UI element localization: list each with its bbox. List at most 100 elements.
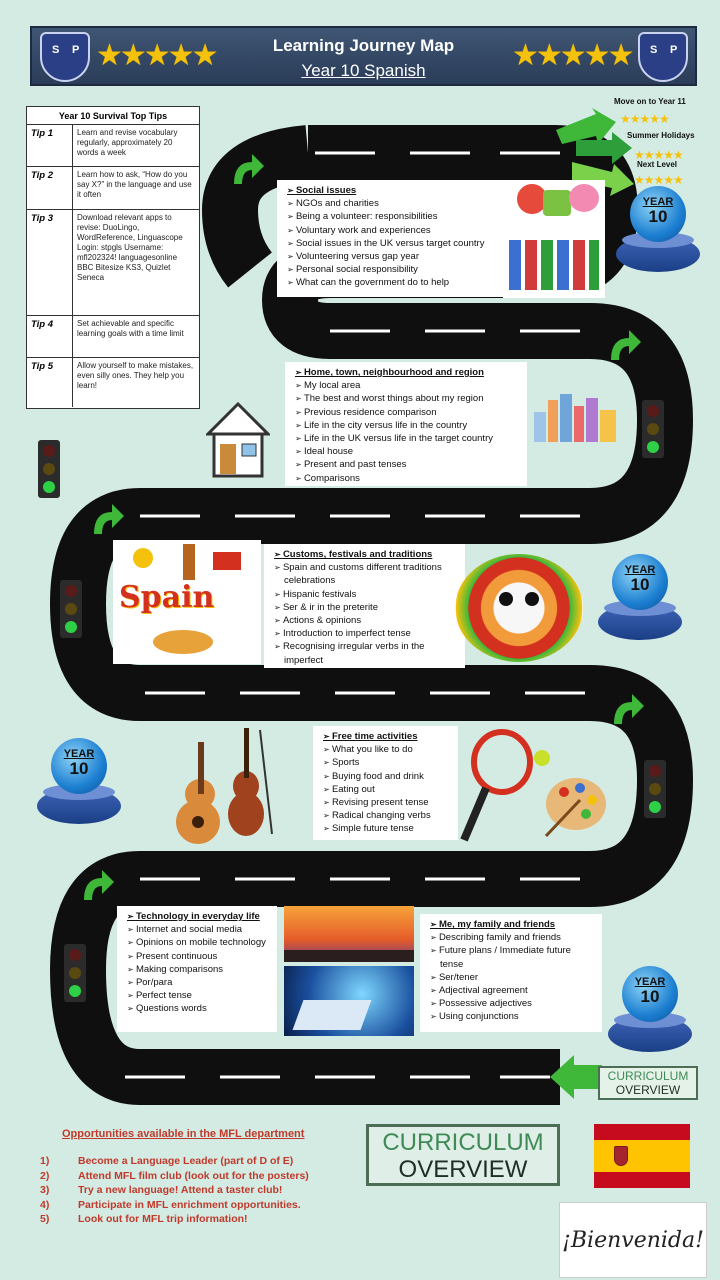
tip-text: Allow yourself to make mistakes, even si… — [77, 361, 194, 390]
topic-item: My local area — [295, 379, 521, 392]
opportunity-item: 3)Try a new language! Attend a taster cl… — [40, 1183, 370, 1198]
topic-item: Hispanic festivals — [274, 588, 459, 601]
crest-letter: P — [670, 44, 678, 56]
topic-technology: Technology in everyday life Internet and… — [117, 906, 277, 1032]
green-back-arrow-icon — [550, 1055, 602, 1099]
opportunity-item: 5)Look out for MFL trip information! — [40, 1212, 370, 1227]
topic-item: What you like to do — [323, 743, 452, 756]
curriculum-line1: CURRICULUM — [607, 1069, 689, 1083]
curriculum-overview-banner: CURRICULUM OVERVIEW — [366, 1124, 560, 1186]
opportunity-number: 4) — [40, 1198, 50, 1211]
green-turn-arrow-icon — [234, 154, 264, 184]
crest-letter: S — [650, 44, 658, 56]
topic-item: Life in the city versus life in the coun… — [295, 419, 521, 432]
badge-year-label: YEAR — [63, 748, 95, 760]
badge-year-label: YEAR — [624, 564, 656, 576]
crest-letter: S — [52, 44, 60, 56]
topic-item: Present and past tenses — [295, 458, 521, 471]
page-title: Learning Journey Map — [272, 36, 455, 55]
topic-item: Previous residence comparison — [295, 406, 521, 419]
topic-item: Life in the UK versus life in the target… — [295, 432, 521, 445]
curriculum-line2: OVERVIEW — [398, 1156, 528, 1183]
opportunity-text: Participate in MFL enrichment opportunit… — [78, 1198, 301, 1211]
opportunity-text: Attend MFL film club (look out for the p… — [78, 1169, 309, 1182]
topic-item: Internet and social media — [127, 923, 271, 936]
road-lane-markings — [125, 151, 585, 1079]
topic-item: NGOs and charities — [287, 197, 497, 210]
topic-item: What can the government do to help — [287, 276, 497, 289]
tip-text: Learn and revise vocabulary regularly, a… — [77, 128, 178, 157]
opportunities-list: Opportunities available in the MFL depar… — [40, 1128, 370, 1227]
rating-stars-right: ★★★★★ — [512, 39, 634, 72]
opportunity-text: Become a Language Leader (part of D of E… — [78, 1155, 294, 1167]
topic-item: Ser & ir in the preterite — [274, 601, 459, 614]
topic-item: Making comparisons — [127, 963, 271, 976]
milestone-stars: ★★★★★ — [634, 148, 684, 162]
topic-item: Comparisons — [295, 472, 521, 485]
topic-title: Free time activities — [323, 730, 452, 743]
topic-item: Revising present tense — [323, 796, 452, 809]
spain-label: Spain — [119, 580, 215, 615]
topic-item: Volunteering versus gap year — [287, 250, 497, 263]
opportunity-number: 5) — [40, 1213, 50, 1226]
school-crest-left: S P — [40, 32, 90, 82]
tablet-technology-image — [284, 966, 414, 1036]
topic-home-town: Home, town, neighbourhood and region My … — [285, 362, 527, 486]
topic-item: Introduction to imperfect tense — [274, 627, 459, 640]
green-turn-arrow-icon — [614, 694, 644, 724]
topic-item: Voluntary work and experiences — [287, 224, 497, 237]
tip-label: Tip 1 — [27, 125, 73, 166]
green-arrow-icon — [556, 108, 616, 144]
opportunity-item: 1) Become a Language Leader (part of D of… — [40, 1154, 370, 1169]
green-turn-arrow-icon — [611, 330, 641, 360]
tips-title: Year 10 Survival Top Tips — [27, 107, 199, 125]
curriculum-overview-badge: CURRICULUM OVERVIEW — [598, 1066, 698, 1100]
badge-year-label: YEAR — [634, 976, 666, 988]
topic-item: Spain and customs different traditions c… — [274, 561, 459, 587]
survival-tips-table: Year 10 Survival Top Tips Tip 1 Learn an… — [26, 106, 200, 409]
traffic-light-icon — [52, 944, 98, 1002]
topic-item: Describing family and friends — [430, 931, 596, 944]
tip-row: Tip 5 Allow yourself to make mistakes, e… — [27, 358, 199, 407]
opportunity-number: 1) — [40, 1155, 50, 1167]
tip-row: Tip 2 Learn how to ask, “How do you say … — [27, 167, 199, 210]
opportunities-title: Opportunities available in the MFL depar… — [62, 1128, 305, 1140]
topic-item: Being a volunteer: responsibilities — [287, 210, 497, 223]
curriculum-line2: OVERVIEW — [615, 1083, 681, 1097]
topic-title: Me, my family and friends — [430, 918, 596, 931]
city-skyline-icon — [534, 394, 616, 442]
page-subtitle: Year 10 Spanish — [301, 61, 426, 80]
badge-year-label: YEAR — [642, 196, 674, 208]
opportunity-text: Try a new language! Attend a taster club… — [78, 1184, 283, 1197]
tip-text: Learn how to ask, “How do you say X?” in… — [77, 170, 192, 199]
charity-logos-image — [503, 180, 605, 298]
spain-collage-image: Spain — [113, 540, 261, 664]
topic-item: Opinions on mobile technology — [127, 936, 271, 949]
coat-of-arms-icon — [614, 1146, 628, 1166]
milestone-move-on: Move on to Year 11 — [614, 97, 686, 106]
topic-title: Technology in everyday life — [127, 910, 271, 923]
topic-item: Present continuous — [127, 950, 271, 963]
bienvenida-card: ¡Bienvenida! — [559, 1202, 707, 1278]
topic-item: Radical changing verbs — [323, 809, 452, 822]
topic-item: Por/para — [127, 976, 271, 989]
topic-item: Adjectival agreement — [430, 984, 596, 997]
curriculum-line1: CURRICULUM — [382, 1129, 544, 1156]
tip-label: Tip 5 — [27, 358, 73, 407]
traffic-light-icon — [26, 440, 72, 498]
topic-item: Future plans / Immediate future tense — [430, 944, 596, 970]
opportunity-item: 4) Participate in MFL enrichment opportun… — [40, 1198, 370, 1213]
opportunity-item: 2)Attend MFL film club (look out for the… — [40, 1169, 370, 1184]
badge-year-number: 10 — [648, 207, 668, 226]
rating-stars-left: ★★★★★ — [96, 39, 218, 72]
topic-item: Ideal house — [295, 445, 521, 458]
topic-family-friends: Me, my family and friends Describing fam… — [420, 914, 602, 1032]
green-turn-arrow-icon — [94, 504, 124, 534]
topic-social-issues: Social issues NGOs and charities Being a… — [277, 180, 503, 297]
tip-label: Tip 2 — [27, 167, 73, 209]
friends-jumping-image — [284, 906, 414, 962]
milestone-next-level: Next Level — [637, 160, 678, 169]
